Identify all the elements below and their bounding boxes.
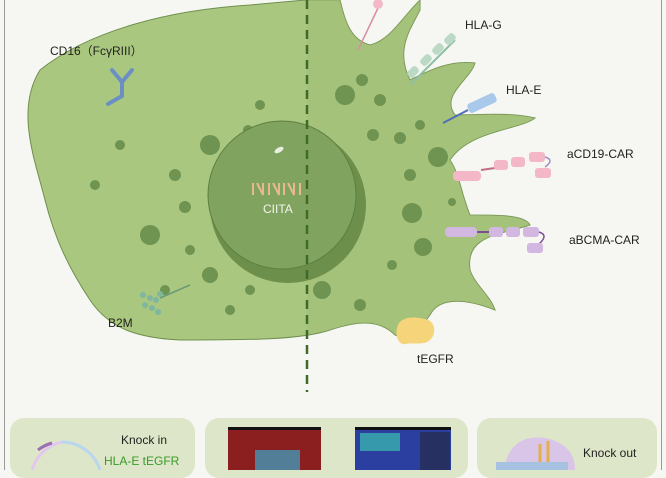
knock-in-genes: HLA-E tEGFR <box>104 454 180 468</box>
dna-icon <box>252 182 301 196</box>
hla-e-label: HLA-E <box>506 83 542 97</box>
b2m-icon <box>140 284 191 315</box>
knock-out-label: Knock out <box>583 446 637 460</box>
imaging-panel <box>205 418 468 478</box>
hla-e-icon <box>442 93 497 124</box>
acd19-car-label: aCD19-CAR <box>567 147 634 161</box>
nucleus-highlight <box>274 146 284 154</box>
tegfr-icon <box>396 317 435 345</box>
knock-in-label: Knock in <box>121 433 168 447</box>
abcma-car-label: aBCMA-CAR <box>569 233 640 247</box>
hla-g-label: HLA-G <box>465 18 502 32</box>
cd16-label: CD16（FcγRIII） <box>50 44 143 58</box>
vesicles <box>90 74 456 315</box>
b2m-label: B2M <box>108 316 133 330</box>
hla-g-icon <box>407 33 456 86</box>
figure-frame <box>4 0 662 470</box>
acd19-car-icon <box>453 152 551 181</box>
pink-receptor-icon <box>357 0 383 51</box>
ciita-label: CIITA <box>263 202 293 216</box>
knock-in-panel <box>10 418 195 478</box>
cd16-receptor-icon <box>106 68 134 106</box>
nucleus <box>207 120 357 270</box>
tegfr-label: tEGFR <box>417 352 454 366</box>
abcma-car-icon <box>445 227 545 253</box>
